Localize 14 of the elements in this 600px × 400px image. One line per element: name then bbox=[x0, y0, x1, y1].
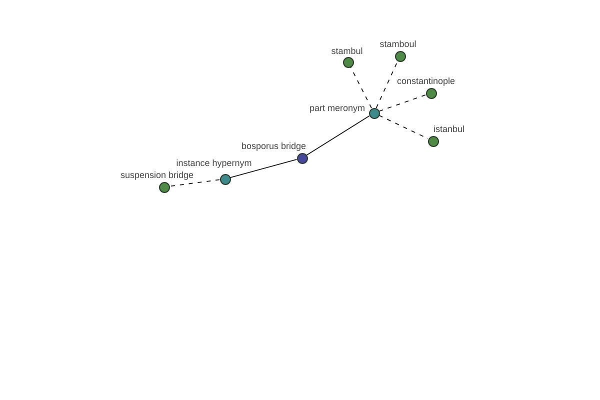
node-label: stambul bbox=[331, 46, 363, 56]
dashed-link-line bbox=[376, 60, 398, 108]
node-label: suspension bridge bbox=[120, 170, 194, 180]
dashed-link-line bbox=[350, 66, 372, 109]
link-line bbox=[230, 159, 298, 178]
node-label: constantinople bbox=[396, 76, 456, 86]
dashed-link-line bbox=[169, 179, 220, 187]
node-label: istanbul bbox=[433, 124, 465, 134]
node-label: instance hypernym bbox=[176, 158, 252, 168]
link-line bbox=[306, 115, 370, 156]
dashed-link-line bbox=[378, 94, 426, 112]
node-label: part meronym bbox=[309, 103, 365, 113]
node-label: bosporus bridge bbox=[241, 141, 306, 151]
node-label: stamboul bbox=[380, 39, 416, 49]
